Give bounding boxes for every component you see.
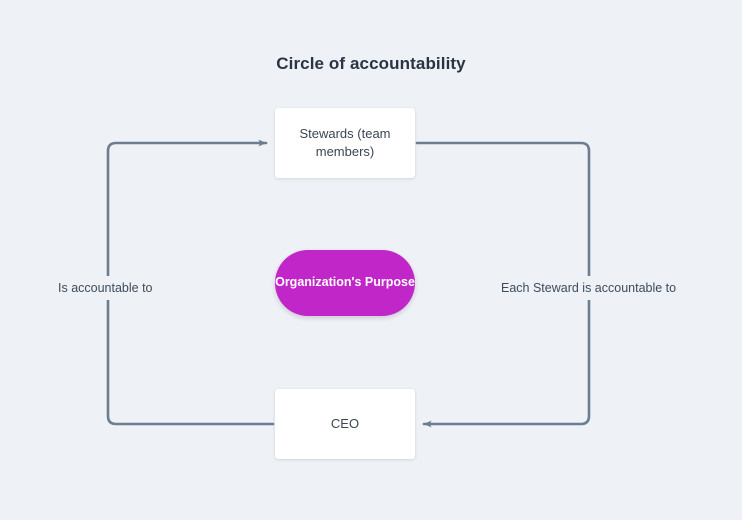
node-ceo[interactable]: CEO [275, 389, 415, 459]
node-stewards[interactable]: Stewards (team members) [275, 108, 415, 178]
node-stewards-label: Stewards (team members) [299, 125, 391, 159]
edge-label-is-accountable-to: Is accountable to [52, 276, 159, 300]
node-purpose-label: Organization's Purpose [275, 275, 415, 290]
edge-label-each-steward-is-accountable-to: Each Steward is accountable to [495, 276, 683, 300]
page-title: Circle of accountability [276, 54, 466, 73]
node-organizations-purpose[interactable]: Organization's Purpose [275, 250, 415, 316]
node-ceo-label: CEO [330, 415, 360, 431]
